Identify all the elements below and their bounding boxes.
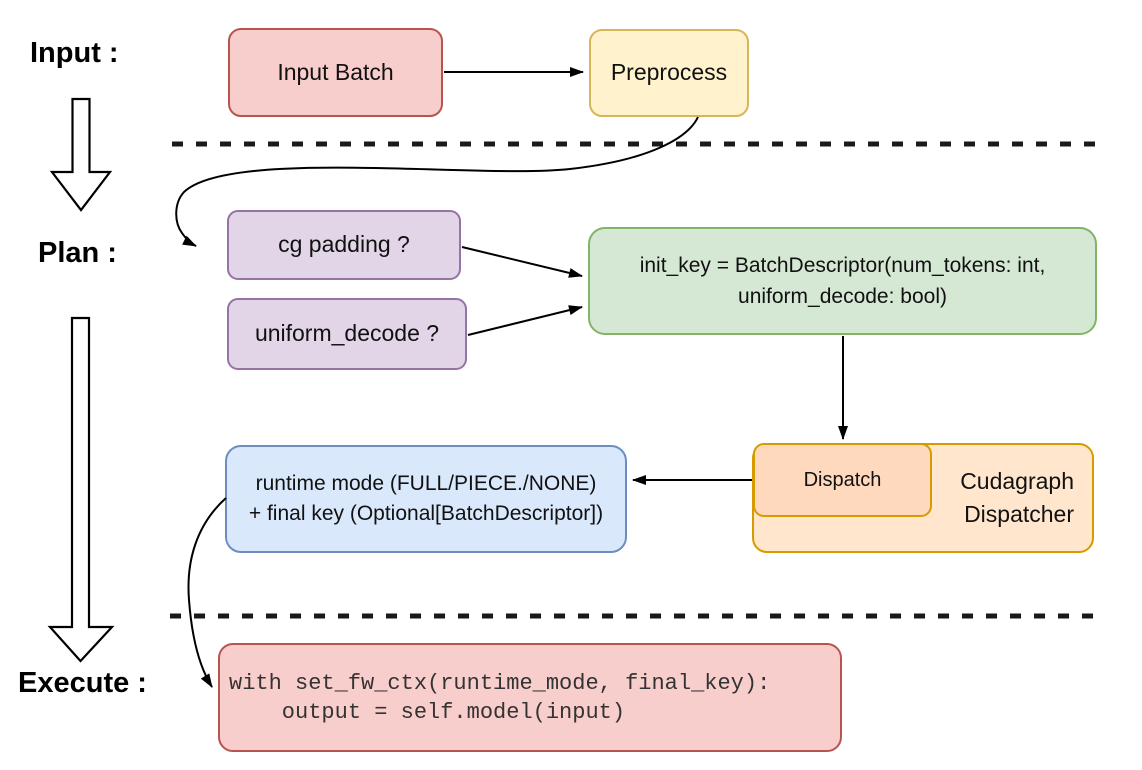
node-cudagraph-line1: Cudagraph	[960, 468, 1074, 494]
arrow-uniform-decode-to-init-key	[467, 305, 583, 336]
section-label-input: Input :	[30, 37, 119, 69]
plan-flow-arrow-icon	[47, 316, 115, 663]
node-preprocess-label: Preprocess	[610, 59, 728, 86]
node-cg-padding: cg padding ?	[227, 210, 461, 280]
node-dispatch-label: Dispatch	[803, 468, 882, 491]
node-input-batch-label: Input Batch	[277, 58, 394, 85]
section-label-execute: Execute :	[18, 667, 147, 699]
node-execute-code: with set_fw_ctx(runtime_mode, final_key)…	[218, 643, 842, 752]
node-init-key: init_key = BatchDescriptor(num_tokens: i…	[588, 227, 1097, 335]
section-label-plan: Plan :	[38, 237, 117, 269]
node-init-key-line2: uniform_decode: bool)	[738, 285, 947, 308]
node-code-line2: output = self.model(input)	[229, 699, 626, 725]
node-uniform-decode: uniform_decode ?	[227, 298, 467, 370]
node-dispatch: Dispatch	[753, 443, 932, 517]
node-input-batch: Input Batch	[228, 28, 443, 117]
node-cudagraph-line2: Dispatcher	[964, 501, 1074, 527]
node-runtime-line2: + final key (Optional[BatchDescriptor])	[248, 502, 604, 525]
node-uniform-decode-label: uniform_decode ?	[254, 320, 440, 347]
node-runtime-mode-result: runtime mode (FULL/PIECE./NONE) + final …	[225, 445, 627, 553]
node-cg-padding-label: cg padding ?	[278, 231, 410, 258]
input-flow-arrow-icon	[49, 97, 113, 212]
node-init-key-line1: init_key = BatchDescriptor(num_tokens: i…	[639, 254, 1046, 277]
node-preprocess: Preprocess	[589, 29, 749, 117]
node-code-line1: with set_fw_ctx(runtime_mode, final_key)…	[229, 670, 771, 696]
node-runtime-line1: runtime mode (FULL/PIECE./NONE)	[255, 472, 597, 495]
arrow-cg-padding-to-init-key	[461, 246, 583, 278]
